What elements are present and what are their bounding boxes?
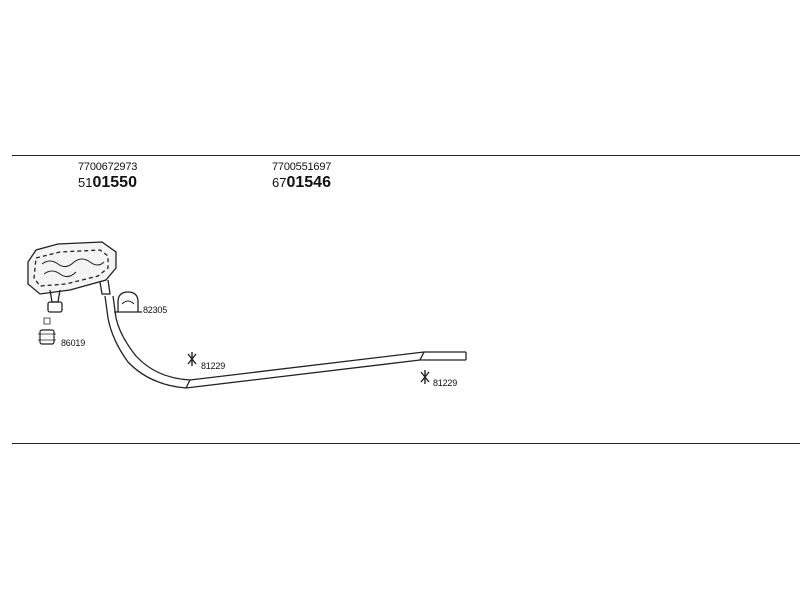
hanger-callout-rear: 81229 xyxy=(433,378,458,388)
hanger-callout-mid: 81229 xyxy=(201,361,226,371)
part-ref-number: 7700551697 xyxy=(272,161,332,173)
clamp-callout: 82305 xyxy=(143,305,168,315)
part-code: 6701546 xyxy=(272,174,331,191)
hanger-icon xyxy=(420,370,430,384)
part-ref-number: 7700672973 xyxy=(78,161,138,173)
gasket-callout: 86019 xyxy=(61,338,86,348)
part-pipe-label: 7700551697 6701546 xyxy=(272,161,331,192)
top-border-line xyxy=(12,155,800,156)
clamp-drawing xyxy=(114,291,142,313)
pipe-drawing xyxy=(104,295,467,389)
part-muffler-label: 7700672973 5101550 xyxy=(78,161,137,192)
hanger-icon xyxy=(187,352,197,366)
gasket-drawing xyxy=(38,317,56,345)
bottom-border-line xyxy=(12,443,800,444)
part-code: 5101550 xyxy=(78,174,137,191)
muffler-drawing xyxy=(27,241,117,313)
